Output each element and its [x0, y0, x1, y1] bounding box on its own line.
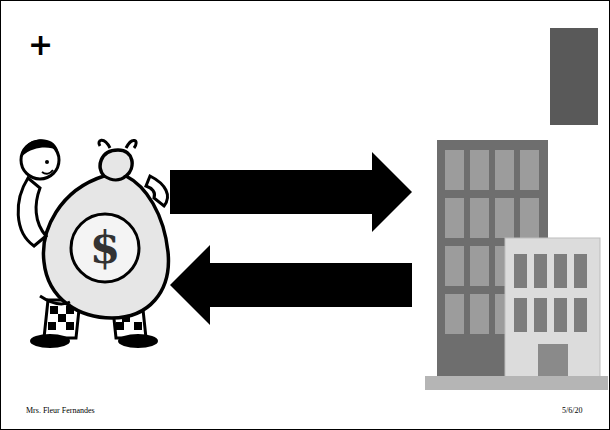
mouth [42, 170, 53, 174]
office-building [412, 135, 610, 393]
block-arrow [170, 170, 372, 214]
shoe [30, 334, 70, 348]
dollar-sign: $ [80, 226, 130, 270]
man-illustration [18, 139, 168, 348]
hand [40, 296, 70, 304]
footer-author: Mrs. Fleur Fernandes [26, 407, 95, 415]
eye [45, 160, 49, 164]
door [538, 344, 568, 377]
hair [22, 139, 58, 156]
corner-block [550, 28, 598, 125]
bag-ears [99, 140, 136, 148]
building-illustration [425, 140, 608, 390]
bag-tie [104, 176, 126, 180]
base [425, 376, 608, 390]
arm [18, 178, 46, 246]
footer-date: 5/6/20 [562, 407, 582, 415]
dollar-disc [71, 214, 139, 282]
annex [505, 238, 600, 378]
money-bag [44, 150, 169, 318]
hand [146, 176, 168, 206]
block-arrow [210, 263, 412, 307]
money-bag-figure: $ [12, 130, 170, 345]
slide-symbol: + [28, 30, 53, 60]
annex-windows [514, 254, 587, 332]
shoe [118, 334, 158, 348]
